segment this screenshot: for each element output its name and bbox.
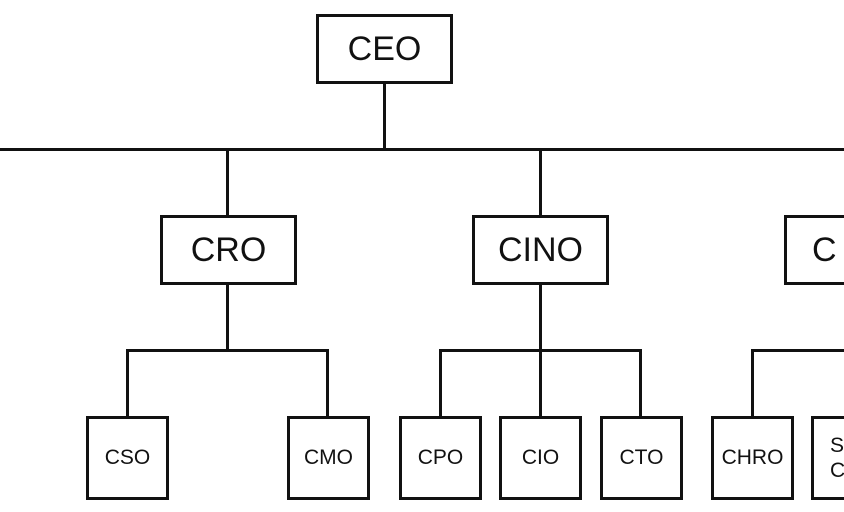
cpo-up-connector xyxy=(439,349,442,417)
cmo-up-connector xyxy=(326,349,329,417)
last-box-label: ST C xyxy=(830,433,844,482)
top-horizontal-connector xyxy=(0,148,844,151)
cro-box: CRO xyxy=(160,215,297,285)
cro-up-connector xyxy=(226,148,229,216)
third-exec-box: C xyxy=(784,215,844,285)
cso-box: CSO xyxy=(86,416,169,500)
cso-up-connector xyxy=(126,349,129,417)
cino-children-horizontal xyxy=(439,349,642,352)
cpo-box: CPO xyxy=(399,416,482,500)
third-exec-children-horizontal xyxy=(751,349,844,352)
chro-label: CHRO xyxy=(721,446,784,470)
cino-label: CINO xyxy=(498,230,583,269)
cto-box: CTO xyxy=(600,416,683,500)
cto-label: CTO xyxy=(619,446,664,470)
cro-label: CRO xyxy=(190,230,267,269)
ceo-label: CEO xyxy=(347,29,422,68)
last-box: ST C xyxy=(811,416,844,500)
ceo-down-connector xyxy=(383,82,386,150)
cpo-label: CPO xyxy=(417,446,464,470)
cso-label: CSO xyxy=(104,446,151,470)
chro-up-connector xyxy=(751,349,754,417)
cmo-box: CMO xyxy=(287,416,370,500)
cro-down-connector xyxy=(226,283,229,351)
ceo-box: CEO xyxy=(316,14,453,84)
cmo-label: CMO xyxy=(304,446,353,470)
cto-up-connector xyxy=(639,349,642,417)
cino-up-connector xyxy=(539,148,542,216)
cino-box: CINO xyxy=(472,215,609,285)
chro-box: CHRO xyxy=(711,416,794,500)
cio-box: CIO xyxy=(499,416,582,500)
cro-children-horizontal xyxy=(126,349,329,352)
cio-label: CIO xyxy=(521,446,560,470)
third-exec-label: C xyxy=(812,230,837,269)
